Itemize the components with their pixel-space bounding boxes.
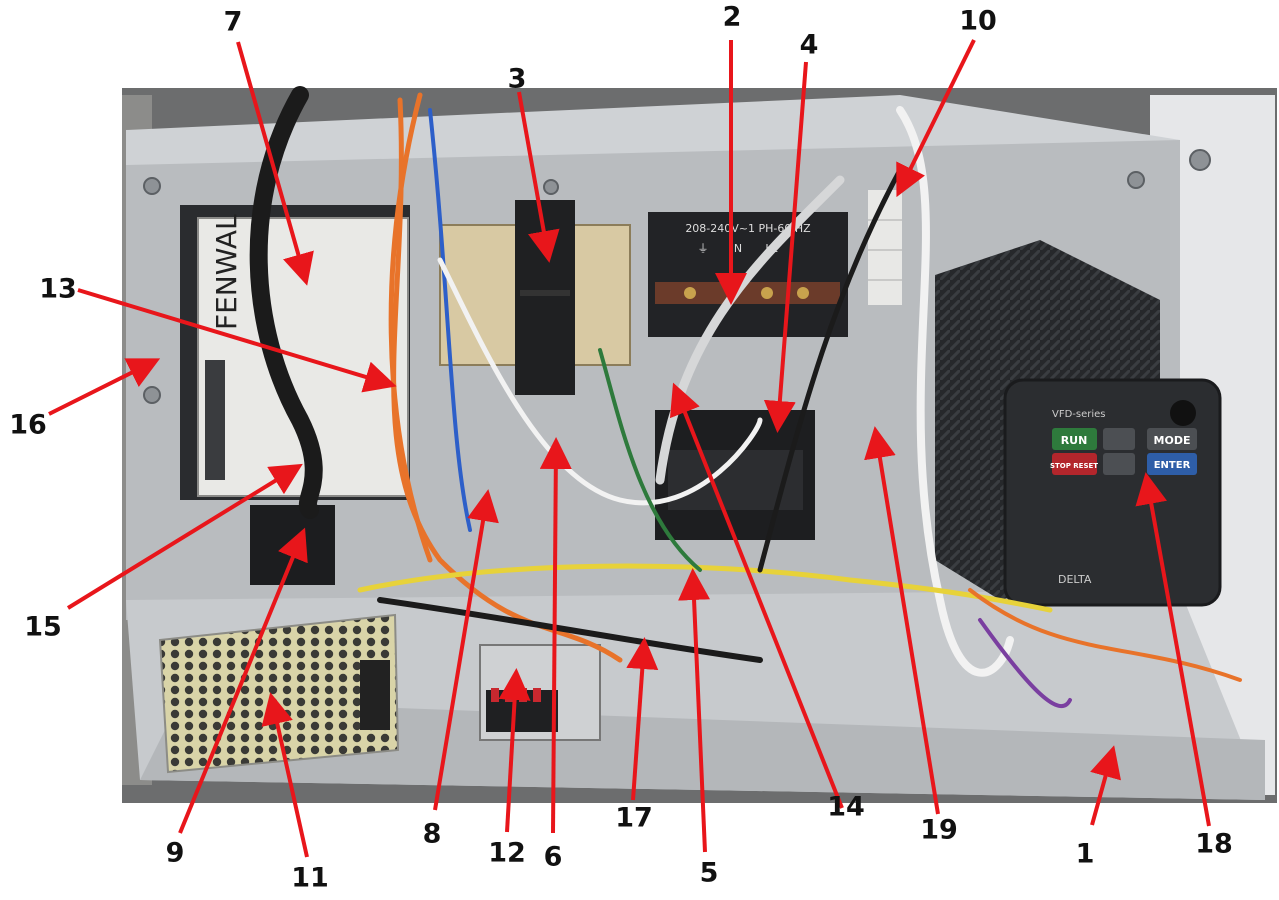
arrow-4 xyxy=(763,61,808,433)
callout-label-3: 3 xyxy=(507,63,527,95)
vfd-mode-button-label: MODE xyxy=(1154,434,1191,447)
arrow-9 xyxy=(178,527,308,834)
callout-label-1: 1 xyxy=(1075,838,1095,870)
callout-label-16: 16 xyxy=(9,409,47,441)
arrow-11 xyxy=(261,692,309,858)
arrow-10 xyxy=(896,39,976,198)
terminal-label-neutral: N xyxy=(734,242,742,255)
arrow-3 xyxy=(517,91,560,263)
variable-frequency-drive: VFD-series RUN MODE STOP RESET ENTER DEL… xyxy=(935,240,1222,607)
ignition-brand-text: FENWAL xyxy=(210,214,243,330)
arrow-12 xyxy=(498,668,531,833)
arrow-18 xyxy=(1135,472,1211,827)
white-terminal-strip xyxy=(868,190,902,305)
callout-label-12: 12 xyxy=(488,837,526,869)
arrow-19 xyxy=(864,426,940,815)
ignition-control-module: FENWAL xyxy=(180,205,410,500)
panel-screws xyxy=(143,149,1211,404)
arrow-1 xyxy=(1090,745,1121,826)
arrow-8 xyxy=(433,489,499,811)
terminal-module xyxy=(479,644,601,741)
vfd-series-text: VFD-series xyxy=(1052,409,1106,420)
callout-label-14: 14 xyxy=(827,791,865,823)
arrow-16 xyxy=(48,358,161,416)
callout-arrows xyxy=(48,39,1211,858)
arrow-6 xyxy=(539,437,572,834)
arrow-17 xyxy=(626,637,659,801)
contactor xyxy=(655,410,815,540)
callout-label-9: 9 xyxy=(165,837,185,869)
arrow-14 xyxy=(669,382,844,809)
callout-label-5: 5 xyxy=(699,857,719,889)
supply-rating-text: 208-240V~1 PH-60 HZ xyxy=(685,222,811,235)
power-supply-unit xyxy=(158,613,400,774)
callout-label-19: 19 xyxy=(920,814,958,846)
callout-label-18: 18 xyxy=(1195,828,1233,860)
arrow-13 xyxy=(77,288,397,393)
vfd-stop-reset-button-label: STOP RESET xyxy=(1050,462,1098,470)
callout-label-2: 2 xyxy=(722,1,742,33)
callout-label-13: 13 xyxy=(39,273,77,305)
callout-label-15: 15 xyxy=(24,611,62,643)
callout-label-8: 8 xyxy=(422,818,442,850)
callout-label-4: 4 xyxy=(799,29,819,61)
vfd-enter-button-label: ENTER xyxy=(1154,460,1191,471)
callout-label-17: 17 xyxy=(615,802,653,834)
callout-label-6: 6 xyxy=(543,841,563,873)
vfd-brand-text: DELTA xyxy=(1058,573,1092,586)
switch-assembly xyxy=(250,505,335,585)
arrow-15 xyxy=(66,463,303,610)
arrow-5 xyxy=(678,568,711,853)
callout-label-11: 11 xyxy=(291,862,329,894)
relay-block xyxy=(439,200,631,395)
arrow-7 xyxy=(236,41,314,286)
vfd-run-button-label: RUN xyxy=(1061,434,1088,447)
terminal-label-ground: ⏚ xyxy=(698,242,709,255)
callout-label-10: 10 xyxy=(959,5,997,37)
callout-label-7: 7 xyxy=(223,6,243,38)
